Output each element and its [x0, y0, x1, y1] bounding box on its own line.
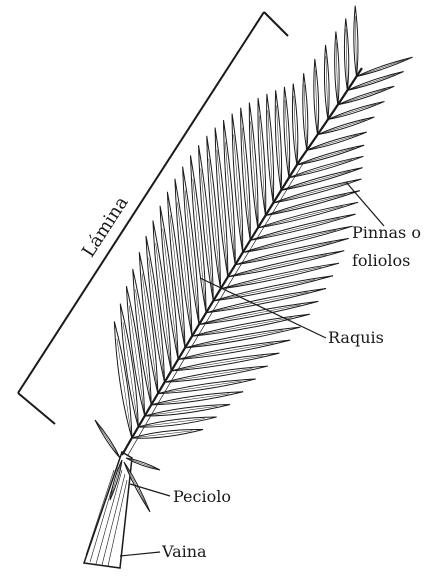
pinna-lower-14-midrib [221, 267, 322, 289]
pinna-lower-15-midrib [228, 255, 327, 277]
raquis-label: Raquis [328, 328, 384, 347]
sheath-shape [84, 452, 132, 568]
pinna-lower-18-midrib [250, 218, 340, 240]
peciolo-label: Peciolo [173, 487, 231, 506]
basal-pinna-1-midrib [99, 426, 120, 458]
pinna-lower-12-midrib [206, 292, 308, 313]
pinnas-label-line1: Pinnas o [352, 223, 421, 242]
pinna-lower-19-midrib [258, 206, 343, 228]
pinna-lower-11-midrib [199, 305, 300, 325]
pinna-lower-16-midrib [235, 242, 331, 264]
pinna-lower-13-midrib [213, 280, 315, 301]
vaina-label: Vaina [161, 542, 207, 561]
pinnas-label-line2: foliolos [352, 251, 410, 270]
pinna-lower-27-midrib [328, 104, 376, 119]
pinna-lower-17-midrib [243, 230, 336, 252]
pinna-lower-26-midrib [318, 120, 366, 135]
